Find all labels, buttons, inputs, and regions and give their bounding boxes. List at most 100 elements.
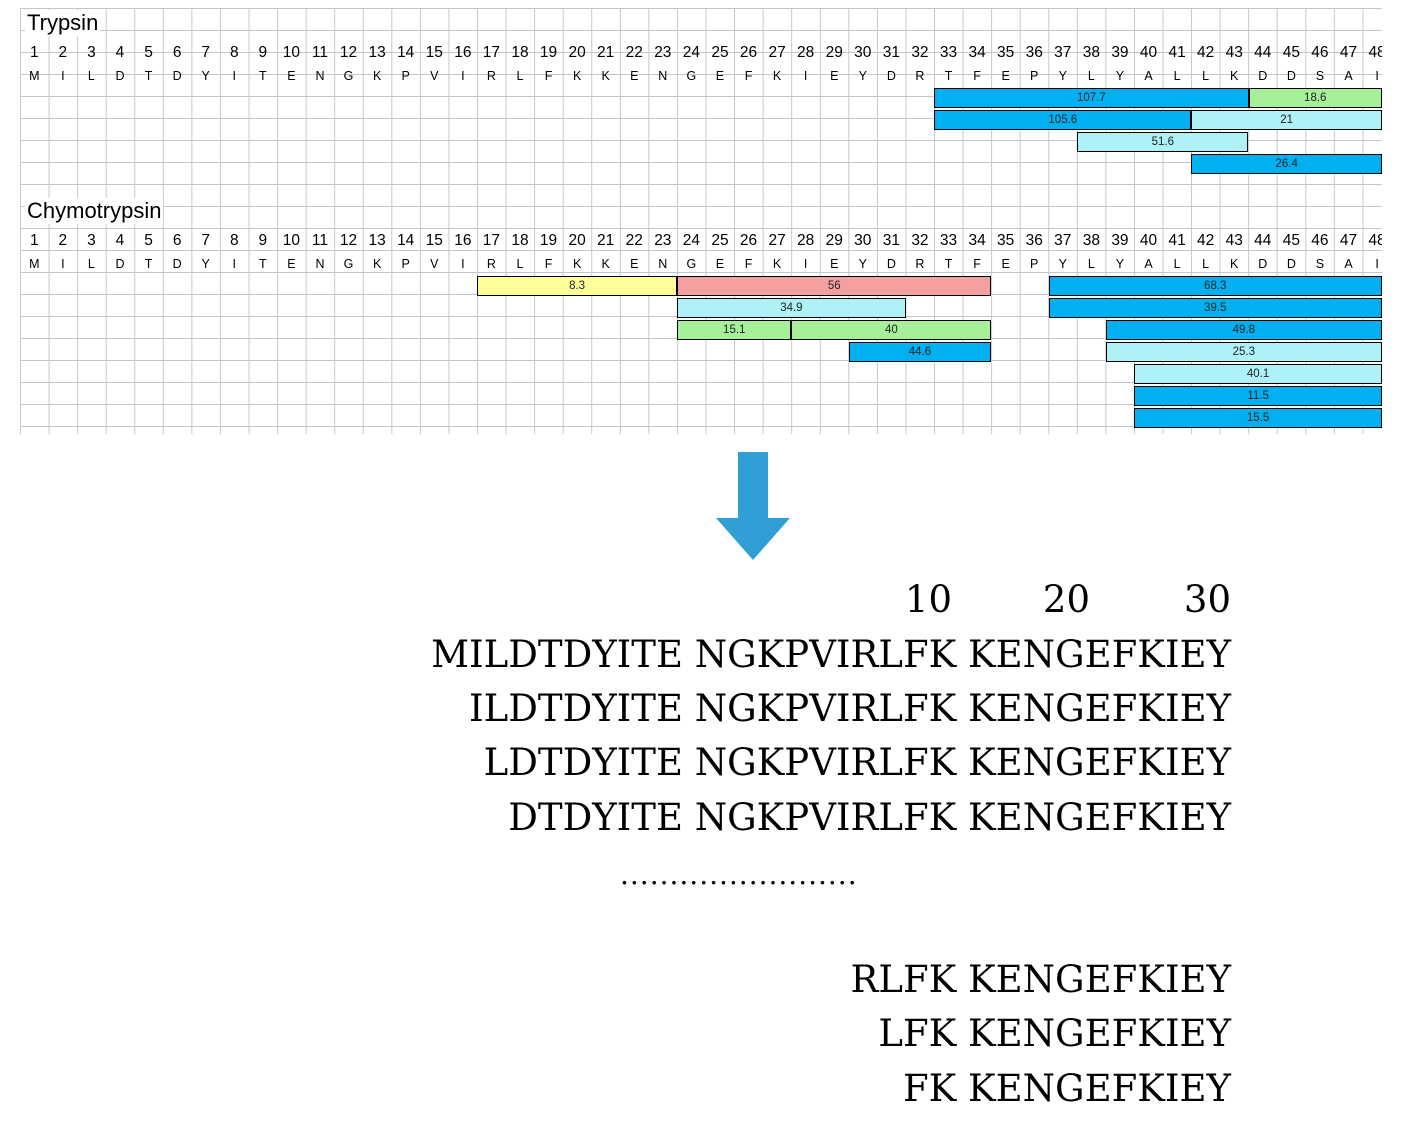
residue-letter: A — [1344, 69, 1353, 83]
peptide-bar: 15.5 — [1134, 408, 1382, 428]
residue-letter: V — [430, 257, 439, 271]
residue-letter: D — [1258, 257, 1268, 271]
peptide-bar: 15.1 — [677, 320, 792, 340]
position-number: 23 — [654, 44, 672, 61]
chymotrypsin-label: Chymotrypsin — [25, 198, 164, 224]
residue-letter: Y — [1058, 69, 1067, 83]
position-number: 44 — [1254, 44, 1272, 61]
residue-letter: R — [915, 69, 925, 83]
residue-letter: A — [1344, 257, 1353, 271]
position-number: 10 — [282, 44, 301, 61]
position-number: 45 — [1282, 44, 1300, 61]
position-number: 33 — [939, 44, 958, 61]
position-number: 23 — [654, 232, 672, 249]
residue-letter: L — [1087, 257, 1095, 271]
position-number: 34 — [968, 232, 986, 249]
residue-letter: L — [1202, 69, 1210, 83]
position-number: 47 — [1339, 232, 1358, 249]
position-number: 27 — [768, 232, 786, 249]
sequence-line: MILDTDYITE NGKPVIRLFK KENGEFKIEY — [431, 633, 1231, 676]
position-number: 47 — [1339, 44, 1358, 61]
position-number: 26 — [739, 232, 758, 249]
position-number: 39 — [1111, 44, 1129, 61]
position-number: 27 — [768, 44, 786, 61]
position-number: 37 — [1054, 232, 1072, 249]
residue-letter: I — [803, 257, 808, 271]
ruler-label-30: 30 — [1183, 578, 1231, 621]
peptide-bar: 49.8 — [1105, 320, 1382, 340]
position-number: 38 — [1082, 232, 1100, 249]
position-number: 18 — [511, 44, 529, 61]
residue-letter: F — [973, 257, 981, 271]
position-number: 1 — [29, 44, 39, 61]
position-number: 40 — [1139, 44, 1158, 61]
residue-letter: L — [1202, 257, 1210, 271]
residue-letter: K — [601, 69, 610, 83]
position-number: 17 — [482, 44, 501, 61]
position-number: 31 — [882, 44, 900, 61]
position-number: 42 — [1197, 232, 1215, 249]
position-number: 12 — [339, 44, 358, 61]
position-number: 43 — [1225, 44, 1243, 61]
residue-letter: M — [29, 257, 40, 271]
residue-letter: L — [516, 69, 524, 83]
peptide-bar: 26.4 — [1191, 154, 1382, 174]
position-number: 38 — [1082, 44, 1100, 61]
position-number: 32 — [911, 232, 929, 249]
position-number: 39 — [1111, 232, 1129, 249]
position-number: 21 — [597, 44, 615, 61]
position-number: 33 — [939, 232, 958, 249]
residue-letter: G — [343, 257, 354, 271]
position-number: 30 — [854, 232, 872, 249]
residue-letter: P — [401, 69, 410, 83]
peptide-bar: 8.3 — [477, 276, 678, 296]
residue-letter: S — [1315, 69, 1325, 83]
position-number: 22 — [625, 232, 643, 249]
residue-letter: N — [315, 257, 325, 271]
residue-letter: F — [973, 69, 981, 83]
residue-letter: L — [87, 257, 95, 271]
position-number: 21 — [597, 232, 615, 249]
residue-letter: N — [658, 257, 668, 271]
residue-letter: P — [1030, 69, 1039, 83]
position-number: 36 — [1025, 44, 1043, 61]
sequence-line: FK KENGEFKIEY — [902, 1067, 1231, 1110]
residue-letter: K — [372, 257, 382, 271]
position-number: 7 — [201, 44, 210, 61]
residue-letter: Y — [1115, 257, 1125, 271]
residue-letter: I — [461, 257, 465, 271]
position-number: 13 — [368, 44, 386, 61]
position-number: 28 — [797, 44, 815, 61]
position-number: 25 — [711, 232, 729, 249]
residue-letter: L — [516, 257, 524, 271]
peptide-bar: 44.6 — [848, 342, 992, 362]
peptide-bar: 40.1 — [1134, 364, 1382, 384]
residue-letter: E — [287, 257, 296, 271]
position-number: 15 — [425, 232, 443, 249]
residue-letter: D — [886, 257, 896, 271]
residue-letter: K — [572, 257, 582, 271]
residue-letter: K — [1230, 257, 1239, 271]
position-number: 13 — [368, 232, 386, 249]
position-number: 4 — [115, 44, 125, 61]
position-number: 28 — [797, 232, 815, 249]
position-number: 35 — [997, 44, 1015, 61]
position-number: 11 — [311, 44, 329, 61]
peptide-bar: 56 — [677, 276, 992, 296]
position-number: 48 — [1368, 44, 1382, 61]
position-number: 6 — [172, 44, 182, 61]
position-number: 19 — [539, 44, 558, 61]
position-number: 4 — [115, 232, 125, 249]
peptide-bar: 11.5 — [1134, 386, 1382, 406]
position-number: 34 — [968, 44, 986, 61]
position-number: 36 — [1025, 232, 1043, 249]
residue-letter: E — [1001, 257, 1010, 271]
residue-letter: L — [1173, 257, 1181, 271]
residue-letter: E — [1001, 69, 1010, 83]
position-number: 20 — [568, 44, 586, 61]
residue-letter: A — [1144, 257, 1153, 271]
position-number: 45 — [1282, 232, 1300, 249]
position-number: 14 — [397, 44, 415, 61]
residue-letter: E — [630, 69, 639, 83]
